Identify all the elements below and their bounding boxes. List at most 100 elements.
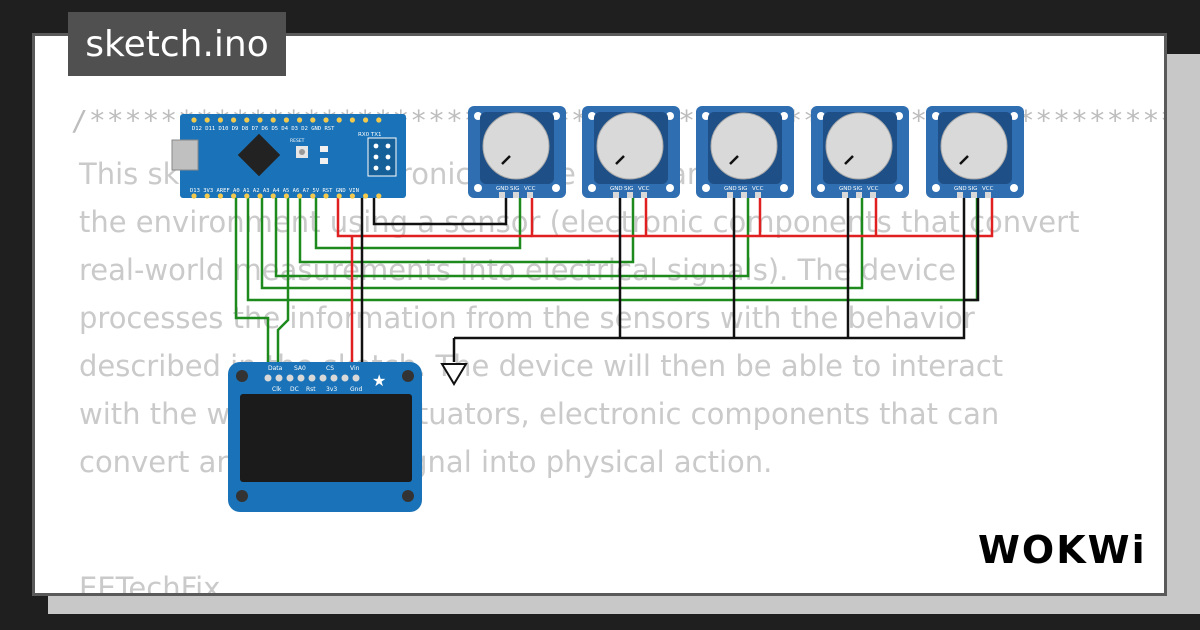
wires [234, 198, 994, 378]
oled-header-pin [275, 374, 283, 382]
ground-symbol [440, 363, 468, 386]
oled-label-data: Data [268, 365, 283, 372]
description-line: processes the information from the senso… [79, 301, 975, 335]
oled-label-rst: Rst [306, 386, 316, 393]
wire-oled-clk [276, 198, 290, 378]
header-pin [217, 117, 223, 123]
oled-label-cs: CS [326, 365, 334, 372]
mcu-chip [237, 133, 281, 177]
header-pin [297, 193, 303, 199]
header-pin [336, 117, 342, 123]
pot-pin-label: VCC [867, 186, 879, 192]
pot-pin-label: GND [724, 186, 737, 192]
oled-screen [240, 394, 412, 482]
arduino-nano-board: D12 D11 D10 D9 D8 D7 D6 D5 D4 D3 D2 GND … [171, 114, 406, 199]
potentiometer-knob [825, 112, 893, 180]
oled-display-module: ★ Data SA0 CS Vin Clk DC Rst 3v3 Gnd [228, 362, 422, 512]
file-tab[interactable]: sketch.ino [68, 12, 286, 76]
pot-pin-label: GND [610, 186, 623, 192]
oled-star-icon: ★ [372, 371, 386, 390]
header-pin [376, 193, 382, 199]
oled-header-pin [264, 374, 272, 382]
header-pin [283, 193, 289, 199]
description-line: real-world measurements into electrical … [79, 253, 956, 287]
oled-label-vin: Vin [350, 365, 360, 372]
oled-header-pin [352, 374, 360, 382]
author-line: EETechFix [79, 571, 221, 596]
header-pin [283, 117, 289, 123]
header-pin [257, 193, 263, 199]
oled-label-dc: DC [290, 386, 299, 393]
header-pin [270, 193, 276, 199]
pot-pin-label: GND [839, 186, 852, 192]
arduino-top-right-labels: RX0 TX1 [358, 132, 381, 138]
potentiometer-knob [940, 112, 1008, 180]
arduino-top-pin-labels: D12 D11 D10 D9 D8 D7 D6 D5 D4 D3 D2 GND … [192, 126, 335, 132]
oled-label-sa0: SA0 [294, 365, 306, 372]
header-pin [191, 117, 197, 123]
header-pin [297, 117, 303, 123]
wire-oled-data [234, 198, 270, 378]
header-pin [270, 117, 276, 123]
header-pin [231, 193, 237, 199]
header-pin [310, 193, 316, 199]
potentiometer-knob [482, 112, 550, 180]
description-line: convert an electrical signal into physic… [79, 445, 773, 479]
wire-5v [336, 198, 532, 238]
header-pin [191, 193, 197, 199]
usb-connector [171, 139, 199, 171]
pot-pin-label: VCC [638, 186, 650, 192]
header-pin [231, 117, 237, 123]
header-pin [244, 117, 250, 123]
pot-pin-label: SIG [968, 186, 977, 192]
oled-header-pin [319, 374, 327, 382]
pot-pin-label: VCC [982, 186, 994, 192]
wire-signal-2 [298, 198, 635, 264]
wire-signal-4 [260, 198, 864, 290]
header-pin [204, 193, 210, 199]
header-pin [323, 117, 329, 123]
header-pin [349, 193, 355, 199]
pot-pin-label: SIG [738, 186, 747, 192]
pot-pin-label: SIG [853, 186, 862, 192]
header-pin [363, 117, 369, 123]
oled-header-pin [286, 374, 294, 382]
pot-pin-label: GND [496, 186, 509, 192]
header-pin [204, 117, 210, 123]
oled-header-pin [297, 374, 305, 382]
pot-pin-label: VCC [752, 186, 764, 192]
header-pin [217, 193, 223, 199]
oled-header-pin [341, 374, 349, 382]
header-pin [323, 193, 329, 199]
oled-label-clk: Clk [272, 386, 282, 393]
potentiometer-knob [710, 112, 778, 180]
wire-vcc-chain [530, 198, 994, 238]
header-pin [349, 117, 355, 123]
wire-gnd-chain [372, 198, 966, 338]
oled-label-3v3: 3v3 [326, 386, 337, 393]
potentiometer-knob [596, 112, 664, 180]
header-pin [310, 117, 316, 123]
icsp-header [367, 137, 397, 177]
wokwi-logo: WOKWi [978, 528, 1147, 572]
oled-label-gnd: Gnd [350, 386, 362, 393]
pot-pin-label: GND [954, 186, 967, 192]
oled-header-pin [330, 374, 338, 382]
pot-pin-label: SIG [510, 186, 519, 192]
reset-label: RESET [290, 138, 305, 144]
wire-gnd-bus [454, 198, 980, 340]
header-pin [363, 193, 369, 199]
header-pin [336, 193, 342, 199]
arduino-bottom-pin-labels: D13 3V3 AREF A0 A1 A2 A3 A4 A5 A6 A7 5V … [190, 188, 359, 194]
pot-pin-label: SIG [624, 186, 633, 192]
oled-header-pin [308, 374, 316, 382]
wire-signal-1 [314, 198, 522, 250]
header-pin [257, 117, 263, 123]
